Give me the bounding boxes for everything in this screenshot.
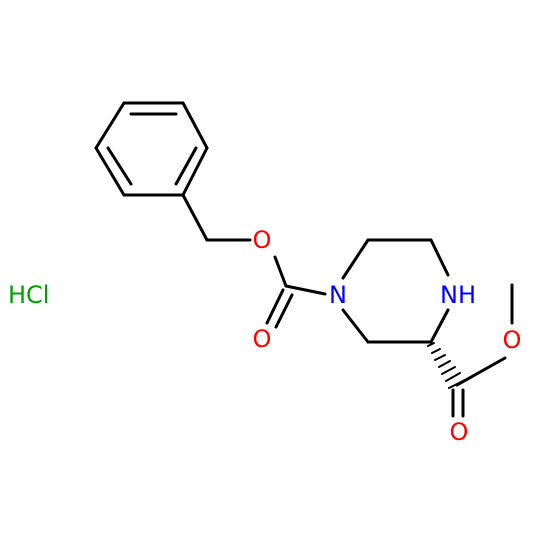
atom-label-methyl-carbonyl-o: O (450, 418, 469, 446)
wedge-hash (438, 360, 451, 368)
bond (181, 101, 209, 150)
bond (284, 284, 327, 296)
double-bond (274, 293, 294, 329)
bond (181, 146, 209, 197)
bond (429, 308, 450, 344)
aromatic-inner-bond (106, 146, 133, 186)
wedge-hash (431, 348, 441, 354)
wedge-hash (434, 354, 446, 361)
atom-label-ester-o: O (253, 226, 272, 254)
bond (181, 193, 209, 242)
atom-label-carbamate-o: O (253, 325, 272, 353)
atom-label-ring-n: N (329, 281, 347, 309)
bond (273, 255, 288, 288)
salt-label-hcl: HCl (8, 281, 49, 309)
atom-label-ring-nh: NH (440, 281, 476, 309)
bond (94, 101, 126, 150)
bond (429, 238, 450, 277)
bond (455, 356, 507, 387)
atom-label-methyl-ester-o: O (503, 326, 522, 354)
aromatic-inner-bond (174, 146, 198, 186)
wedge-hash (441, 366, 456, 375)
wedge-hash (427, 342, 435, 347)
piperazine-ring (341, 238, 450, 344)
bond (94, 146, 126, 197)
bond (341, 308, 370, 344)
benzene-ring (94, 101, 209, 197)
wedge-hash (445, 372, 461, 382)
bond (341, 238, 370, 280)
hashed-wedge-bond (427, 342, 466, 389)
double-bond (265, 288, 285, 325)
